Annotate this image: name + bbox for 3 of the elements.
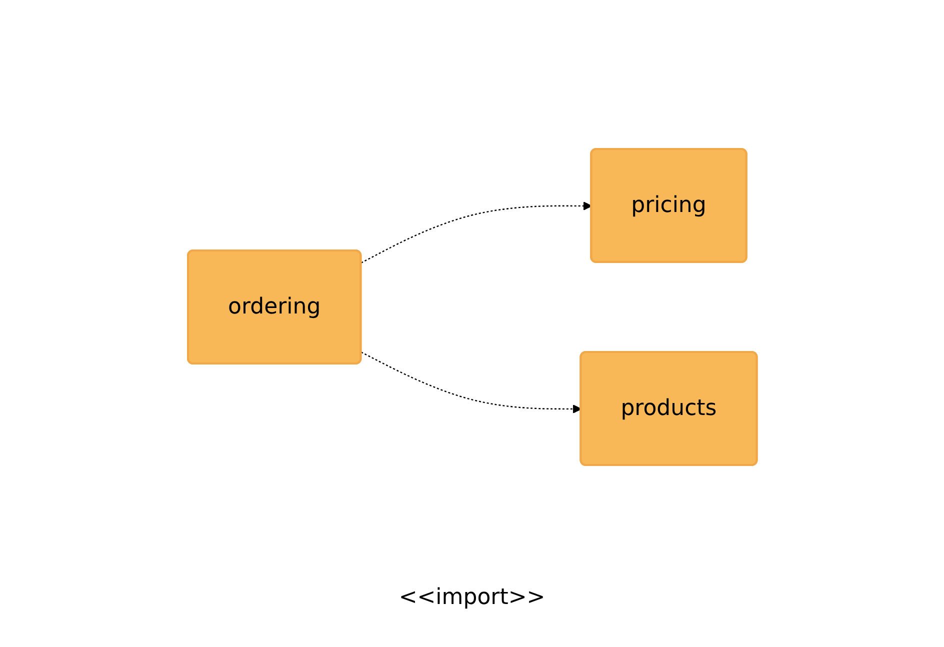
- arrow: [360, 202, 592, 264]
- arrow: [360, 352, 582, 414]
- stereotype-label: <<import>>: [398, 585, 546, 610]
